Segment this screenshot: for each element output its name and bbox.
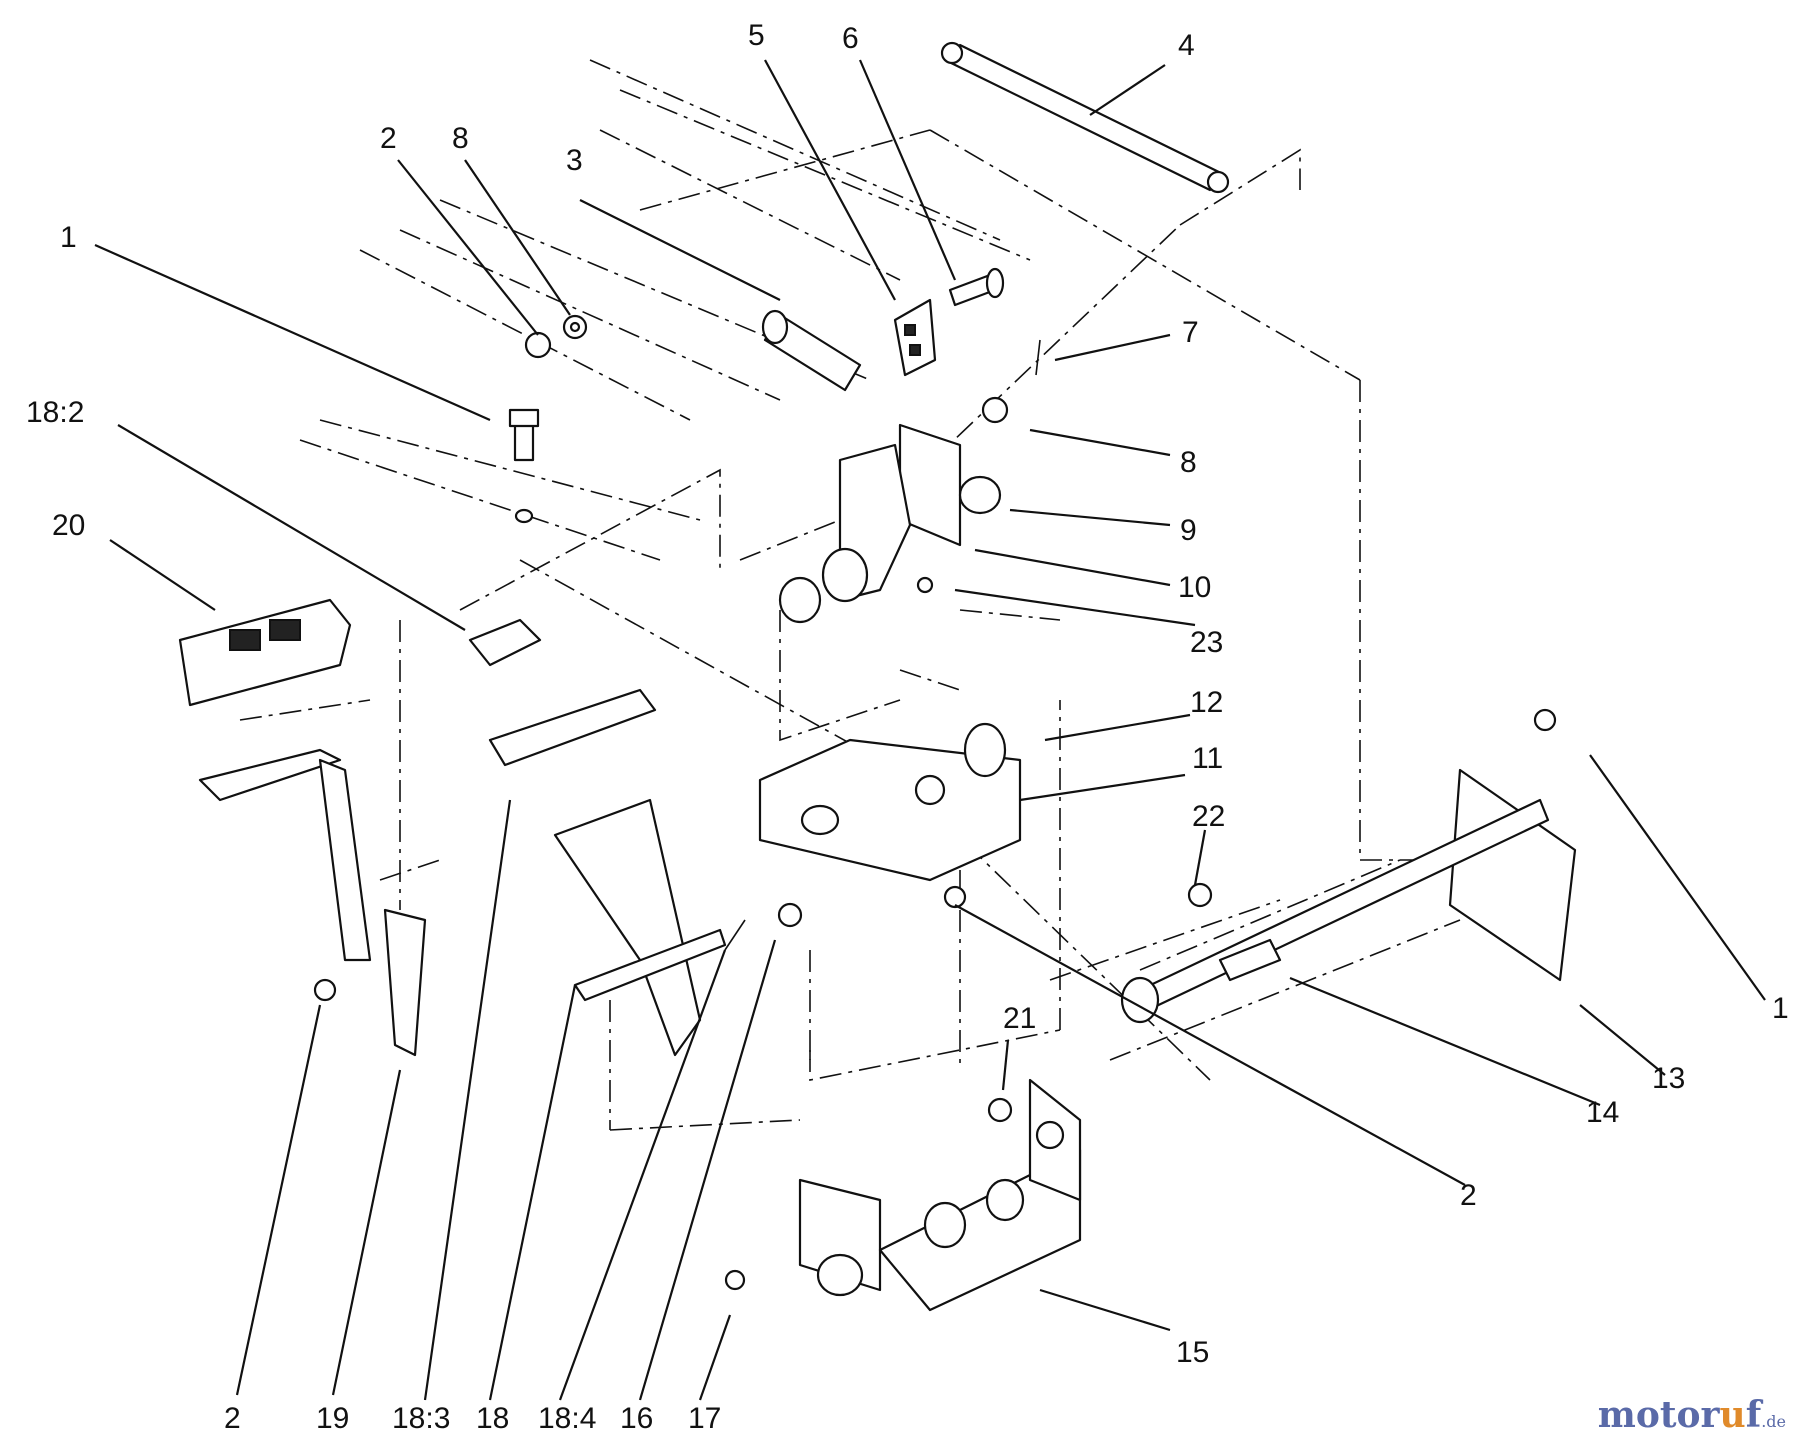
callout-3: 3 — [566, 144, 583, 177]
callout-10: 10 — [1178, 571, 1211, 604]
callout-23: 23 — [1190, 626, 1223, 659]
callout-20: 20 — [52, 509, 85, 542]
callout-5: 5 — [748, 19, 765, 52]
part-6-bolt — [948, 267, 1005, 307]
part-11-frame — [758, 722, 1022, 909]
callout-14: 14 — [1586, 1096, 1619, 1129]
callout-15: 15 — [1176, 1336, 1209, 1369]
frame-lines — [239, 59, 1461, 1131]
part-3-pin — [761, 309, 862, 392]
callout-19: 19 — [316, 1402, 349, 1435]
watermark-tail: f — [1745, 1394, 1762, 1436]
callout-9: 9 — [1180, 514, 1197, 547]
part-2-nut-upper — [524, 314, 588, 359]
callout-1-upper-left: 1 — [60, 221, 77, 254]
callout-6: 6 — [842, 22, 859, 55]
callout-8-upper: 8 — [452, 122, 469, 155]
callout-7: 7 — [1182, 316, 1199, 349]
part-15-bracket — [724, 1078, 1082, 1312]
callout-8-right: 8 — [1180, 446, 1197, 479]
part-13-shaft — [1120, 708, 1577, 1024]
callout-2-lower-left: 2 — [224, 1402, 241, 1435]
watermark-main: motor — [1597, 1394, 1720, 1436]
callout-2-lower-right: 2 — [1460, 1179, 1477, 1212]
callout-18: 18 — [476, 1402, 509, 1435]
callout-13: 13 — [1652, 1062, 1685, 1095]
callout-16: 16 — [620, 1402, 653, 1435]
part-19-pedal-arm — [198, 748, 427, 1057]
leader-lines — [94, 59, 1766, 1401]
callout-12: 12 — [1190, 686, 1223, 719]
watermark-tld: .de — [1761, 1412, 1786, 1431]
part-7-cotter — [1035, 339, 1041, 376]
part-1-bolt-upper — [508, 408, 540, 524]
callout-1-right: 1 — [1772, 992, 1789, 1025]
callout-18-2: 18:2 — [26, 396, 84, 429]
callouts: 1 2 8 3 5 6 4 7 8 9 10 23 12 11 22 1 13 … — [26, 19, 1789, 1435]
part-4-rod — [940, 41, 1230, 194]
callout-18-3: 18:3 — [392, 1402, 450, 1435]
callout-21: 21 — [1003, 1002, 1036, 1035]
callout-22: 22 — [1192, 800, 1225, 833]
watermark-logo: motoruf.de — [1598, 1394, 1786, 1436]
part-14-linkage — [1187, 882, 1282, 982]
part-18-pedal-assembly — [468, 618, 803, 1057]
callout-17: 17 — [688, 1402, 721, 1435]
callout-2-upper: 2 — [380, 122, 397, 155]
watermark-accent: u — [1719, 1394, 1746, 1436]
part-10-bracket — [778, 396, 1009, 624]
part-20-pedal-pad — [178, 598, 352, 707]
part-5-plate — [893, 298, 937, 377]
callout-18-4: 18:4 — [538, 1402, 596, 1435]
callout-4: 4 — [1178, 29, 1195, 62]
callout-11: 11 — [1192, 742, 1223, 775]
